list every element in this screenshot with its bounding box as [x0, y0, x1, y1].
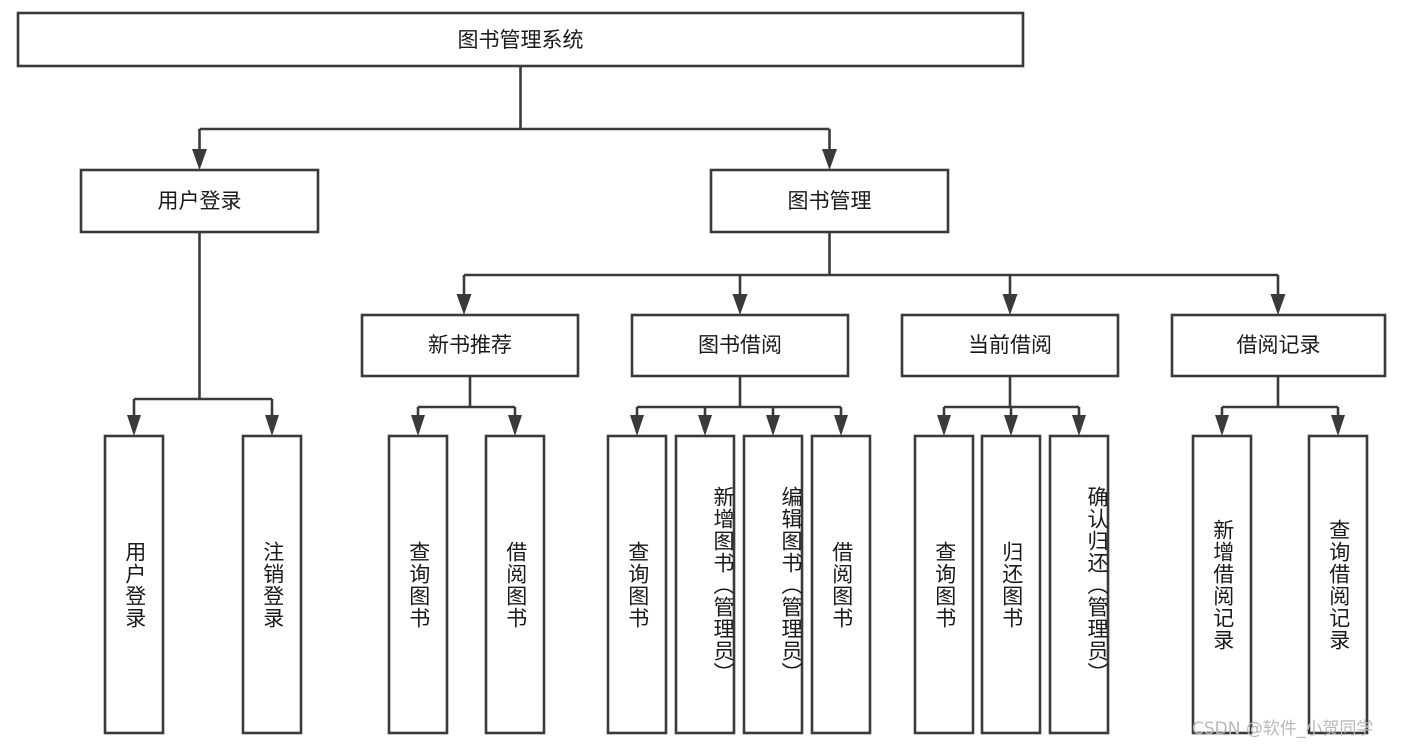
arrow-head-nb-leaf-1	[411, 415, 425, 436]
leaf-box-new-book-1[interactable]	[387, 434, 449, 735]
node-user-login-label: 用户登录	[158, 189, 242, 213]
arrow-head-user-leaf-1	[127, 415, 141, 436]
node-book-borrow[interactable]: 图书借阅	[630, 313, 850, 378]
leaf-box-current-borrow-2[interactable]	[980, 434, 1042, 735]
node-book-manage-box[interactable]	[709, 168, 950, 234]
arrow-head-root-to-user-login	[192, 149, 207, 170]
arrow-head-bm-book-borrow	[732, 294, 748, 315]
connector-group-root	[192, 66, 837, 170]
connector-group-current-borrow	[937, 376, 1086, 436]
node-current-borrow[interactable]: 当前借阅	[900, 313, 1120, 378]
node-new-book-recommend-label: 新书推荐	[428, 333, 512, 357]
node-new-book-recommend-box[interactable]	[360, 313, 580, 378]
leaf-box-borrow-record-2[interactable]	[1307, 434, 1369, 735]
node-borrow-record[interactable]: 借阅记录	[1170, 313, 1387, 378]
node-book-manage[interactable]: 图书管理	[709, 168, 950, 234]
node-book-borrow-box[interactable]	[630, 313, 850, 378]
leaf-box-book-borrow-1[interactable]	[606, 434, 668, 735]
node-current-borrow-box[interactable]	[900, 313, 1120, 378]
leaf-box-borrow-record-1[interactable]	[1191, 434, 1253, 735]
node-book-manage-label: 图书管理	[788, 189, 872, 213]
csdn-watermark: CSDN @软件_小贺同学	[1192, 719, 1374, 739]
connector-group-new-book	[411, 376, 522, 436]
node-borrow-record-label: 借阅记录	[1237, 333, 1321, 357]
leaf-box-user-login-2[interactable]	[241, 434, 303, 735]
arrow-head-bb-leaf-1	[630, 415, 644, 436]
arrow-head-bb-leaf-2	[698, 415, 712, 436]
arrow-head-bb-leaf-3	[766, 415, 780, 436]
arrow-head-user-leaf-2	[265, 415, 279, 436]
leaf-box-new-book-2[interactable]	[484, 434, 546, 735]
arrow-head-br-leaf-1	[1215, 415, 1229, 436]
node-current-borrow-label: 当前借阅	[968, 333, 1052, 357]
connector-group-user-login	[127, 232, 279, 436]
arrow-head-root-to-book-manage	[822, 149, 837, 170]
leaf-box-user-login-1[interactable]	[103, 434, 165, 735]
node-borrow-record-box[interactable]	[1170, 313, 1387, 378]
arrow-head-bm-current-borrow	[1002, 294, 1018, 315]
node-root-system-label: 图书管理系统	[458, 28, 584, 52]
arrow-head-cb-leaf-1	[937, 415, 951, 436]
arrow-head-nb-leaf-2	[508, 415, 522, 436]
node-user-login[interactable]: 用户登录	[79, 168, 320, 234]
node-root-system[interactable]: 图书管理系统	[16, 11, 1025, 68]
connector-group-book-borrow	[630, 376, 848, 436]
connector-group-borrow-record	[1215, 376, 1345, 436]
leaf-box-book-borrow-2[interactable]	[674, 434, 736, 735]
node-new-book-recommend[interactable]: 新书推荐	[360, 313, 580, 378]
node-book-borrow-label: 图书借阅	[698, 333, 782, 357]
arrow-head-cb-leaf-3	[1072, 415, 1086, 436]
arrow-head-cb-leaf-2	[1004, 415, 1018, 436]
node-root-system-box[interactable]	[16, 11, 1025, 68]
arrow-head-bm-borrow-record	[1270, 294, 1286, 315]
arrow-head-br-leaf-2	[1331, 415, 1345, 436]
arrow-head-bb-leaf-4	[834, 415, 848, 436]
leaf-box-current-borrow-1[interactable]	[913, 434, 975, 735]
leaf-box-book-borrow-3[interactable]	[742, 434, 804, 735]
leaf-box-book-borrow-4[interactable]	[810, 434, 872, 735]
node-user-login-box[interactable]	[79, 168, 320, 234]
arrow-head-bm-new-book	[456, 294, 472, 315]
leaf-box-current-borrow-3[interactable]	[1048, 434, 1110, 735]
connector-group-book-manage	[456, 232, 1286, 315]
